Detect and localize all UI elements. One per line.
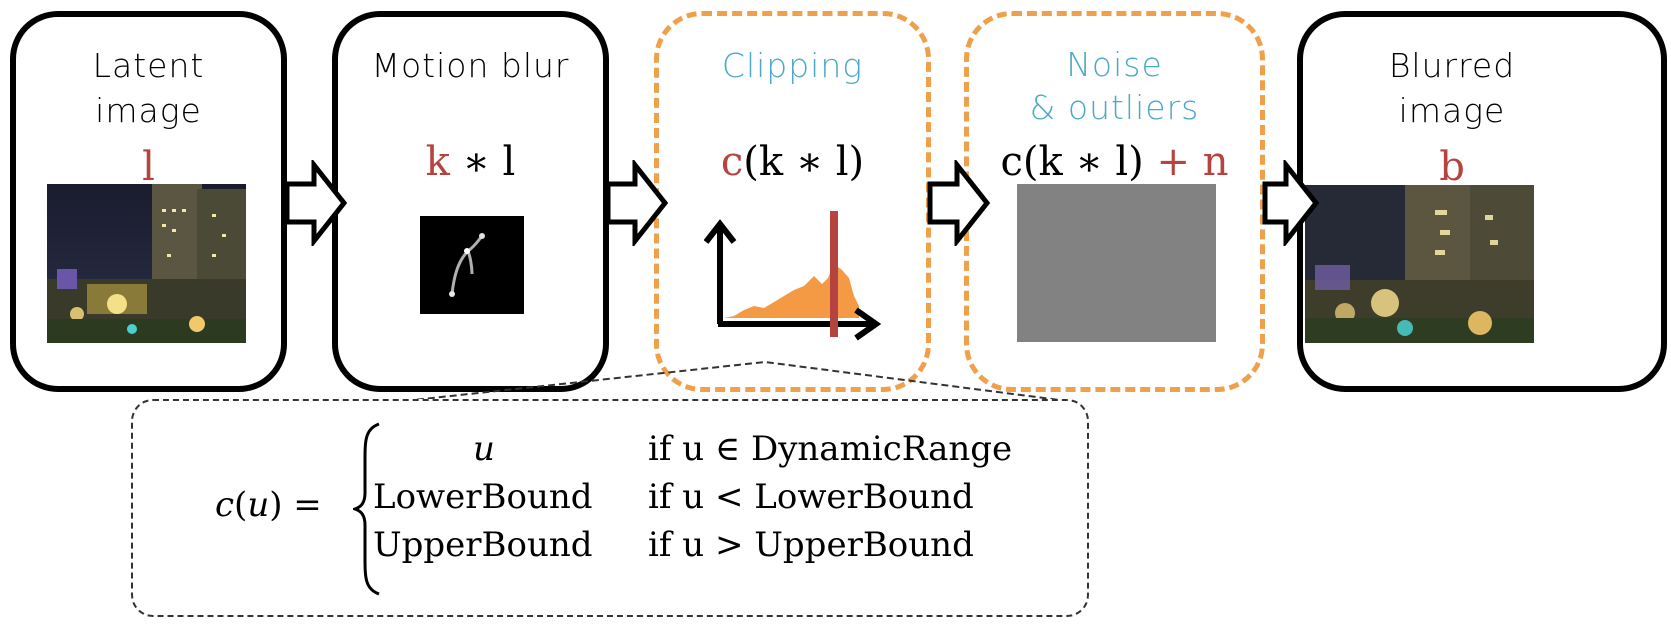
clipping-equation-callout: c(u) = u LowerBound UpperBound if u ∈ Dy… <box>131 399 1089 617</box>
blur-kernel-image <box>420 216 524 314</box>
stage-title-line2: image <box>95 91 202 130</box>
stage-title-line1: Latent <box>92 46 205 85</box>
stage-latent-image: Latent image l <box>10 11 287 392</box>
arrow-right-icon <box>605 160 669 246</box>
equation-lhs: c(u) = <box>215 485 322 525</box>
case-value: LowerBound <box>373 477 593 517</box>
stage-blurred-image: Blurred image b <box>1297 11 1667 392</box>
latent-city-image <box>47 184 246 343</box>
case-value: UpperBound <box>373 525 593 565</box>
noise-image <box>1017 184 1216 342</box>
case-condition: if u > UpperBound <box>648 525 974 565</box>
arrow-right-icon <box>1262 160 1320 246</box>
stage-title-line1: Motion blur <box>371 46 570 85</box>
stage-title-line2: image <box>1398 91 1506 130</box>
case-condition: if u < LowerBound <box>648 477 974 517</box>
stage-formula: k ∗ l <box>425 139 516 185</box>
stage-formula: b <box>1439 144 1465 190</box>
stage-formula: l <box>142 144 155 190</box>
stage-noise-outliers: Noise & outliers c(k ∗ l) + n <box>964 11 1265 392</box>
left-brace-icon <box>353 422 380 596</box>
stage-title-line1: Noise <box>1066 45 1163 84</box>
stage-title-line1: Blurred <box>1388 46 1516 85</box>
case-value: u <box>473 429 495 469</box>
stage-formula: c(k ∗ l) + n <box>1000 139 1229 185</box>
arrow-right-icon <box>284 160 348 246</box>
stage-formula: c(k ∗ l) <box>720 139 865 185</box>
blurred-city-image <box>1305 185 1534 343</box>
stage-title-line2: & outliers <box>1029 88 1200 127</box>
histogram-plot <box>704 211 882 341</box>
stage-clipping: Clipping c(k ∗ l) <box>654 11 931 392</box>
arrow-right-icon <box>927 160 991 246</box>
case-condition: if u ∈ DynamicRange <box>648 429 1013 469</box>
stage-title-line1: Clipping <box>721 46 864 85</box>
